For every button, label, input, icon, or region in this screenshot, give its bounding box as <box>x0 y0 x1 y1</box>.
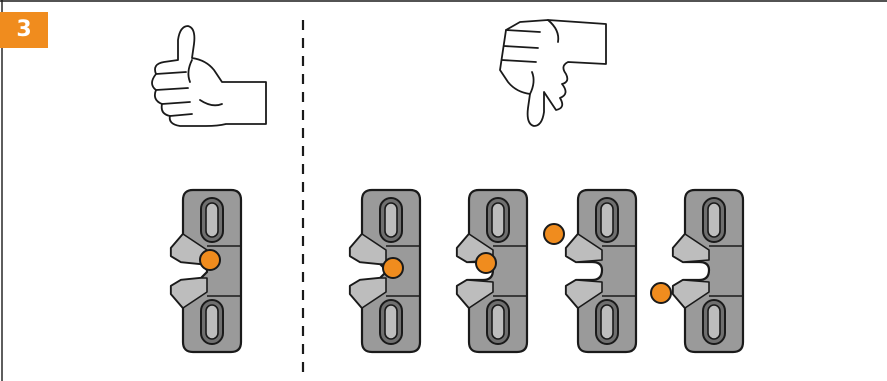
part-example-incorrect-3 <box>564 188 638 354</box>
step-number-badge: 3 <box>0 12 48 48</box>
part-example-correct <box>169 188 243 354</box>
part-example-incorrect-4 <box>671 188 745 354</box>
thumbs-up-icon <box>151 25 267 127</box>
ball-incorrect-4 <box>650 282 672 304</box>
ball-incorrect-3 <box>543 223 565 245</box>
ball-incorrect-1 <box>382 257 404 279</box>
ball-incorrect-2 <box>475 252 497 274</box>
thumbs-down-icon <box>499 19 607 127</box>
ball-correct <box>199 249 221 271</box>
